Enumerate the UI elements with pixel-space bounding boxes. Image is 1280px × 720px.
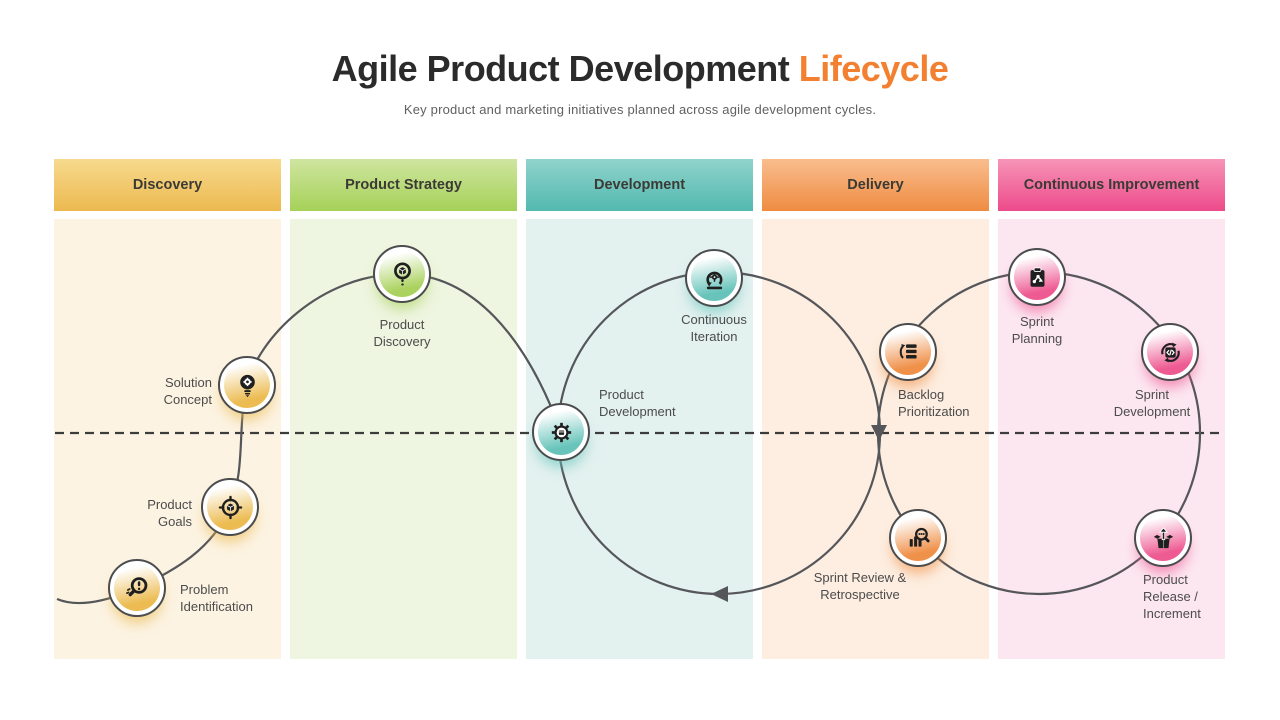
title-main: Agile Product Development: [331, 48, 790, 89]
node-label-line: Retrospective: [820, 587, 900, 602]
magnifier-cube-icon: [393, 261, 411, 286]
column-header-delivery: Delivery: [762, 159, 989, 211]
node-label-line: Product: [1143, 572, 1188, 587]
backlog-list-icon: [899, 343, 917, 359]
node-sprint-planning: [1008, 248, 1066, 306]
column-header-continuous-improvement: Continuous Improvement: [998, 159, 1225, 211]
node-label-line: Product: [379, 317, 425, 332]
node-label-line: Prioritization: [898, 404, 970, 419]
release-box-icon: [1153, 526, 1173, 548]
node-label-line: Problem: [180, 582, 229, 597]
node-label-line: Release /: [1143, 589, 1198, 604]
node-label-line: Planning: [1011, 331, 1063, 346]
column-header-discovery: Discovery: [54, 159, 281, 211]
node-label-line: Development: [599, 404, 676, 419]
gear-box-icon: [551, 422, 571, 442]
node-label-sprint-review-retrospective: Sprint Review & Retrospective: [786, 569, 934, 603]
node-label-line: Identification: [180, 599, 253, 614]
node-label-line: Continuous: [681, 312, 747, 327]
column-header-development: Development: [526, 159, 753, 211]
node-label-line: Product: [147, 497, 192, 512]
node-label-line: Product: [599, 387, 644, 402]
column-header-product-strategy: Product Strategy: [290, 159, 517, 211]
bulb-gear-icon: [239, 374, 255, 397]
magnifier-alert-icon: [125, 576, 147, 596]
page-subtitle: Key product and marketing initiatives pl…: [403, 102, 877, 117]
title-accent: Lifecycle: [798, 48, 949, 89]
target-cube-icon: [218, 495, 242, 519]
code-cycle-icon: [1160, 342, 1180, 362]
node-label-line: Discovery: [373, 334, 431, 349]
chart-magnifier-icon: [909, 527, 930, 547]
column-product-strategy: Product Strategy: [290, 159, 517, 659]
node-label-line: Increment: [1143, 606, 1201, 621]
page-title: Agile Product Development Lifecycle: [0, 48, 1280, 90]
node-label-line: Iteration: [690, 329, 738, 344]
node-product-development: [532, 403, 590, 461]
node-product-discovery: [373, 245, 431, 303]
node-label-line: Concept: [163, 392, 212, 407]
node-problem-identification: [108, 559, 166, 617]
node-label-line: Sprint: [1135, 387, 1169, 402]
node-solution-concept: [218, 356, 276, 414]
node-backlog-prioritization: [879, 323, 937, 381]
node-sprint-development: [1141, 323, 1199, 381]
iteration-loop-icon: [705, 271, 722, 289]
node-label-line: Solution: [165, 375, 212, 390]
node-product-release-increment: [1134, 509, 1192, 567]
node-label-line: Sprint: [1020, 314, 1054, 329]
node-label-line: Goals: [158, 514, 192, 529]
node-product-goals: [201, 478, 259, 536]
node-label-line: Sprint Review &: [813, 570, 907, 585]
node-label-line: Backlog: [898, 387, 945, 402]
node-continuous-iteration: [685, 249, 743, 307]
clipboard-strategy-icon: [1030, 266, 1044, 287]
node-sprint-review-retrospective: [889, 509, 947, 567]
node-label-line: Development: [1113, 404, 1191, 419]
